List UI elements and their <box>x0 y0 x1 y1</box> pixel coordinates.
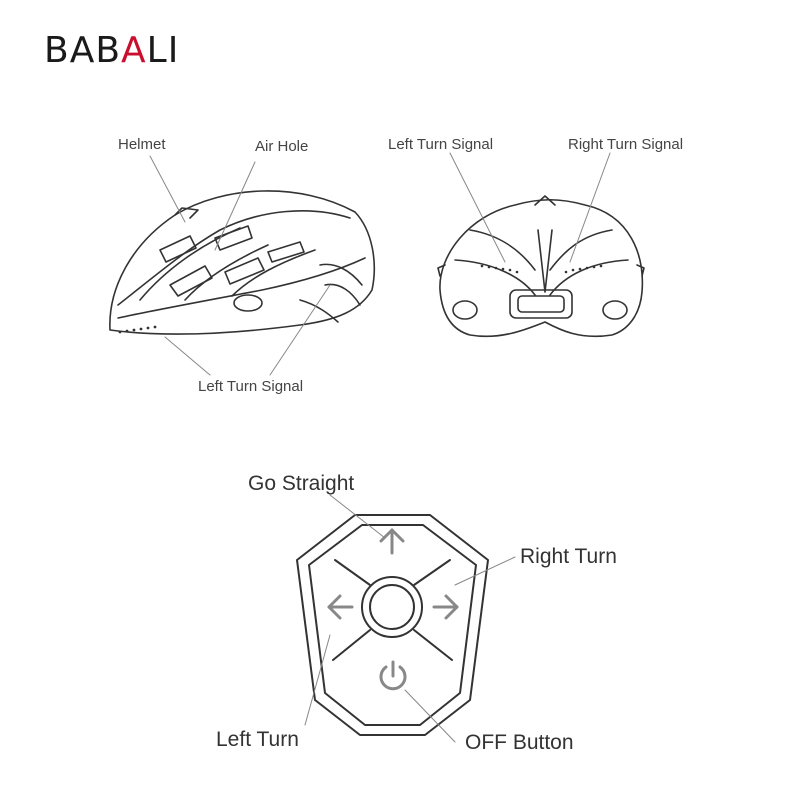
remote-control <box>296 514 489 736</box>
air-hole-vent <box>159 235 197 263</box>
label-right-turn-signal-rear: Right Turn Signal <box>568 136 684 153</box>
helmet-side-shell <box>109 190 375 335</box>
center-button <box>361 576 423 638</box>
label-left-turn: Left Turn <box>216 728 299 751</box>
label-off-button: OFF Button <box>465 731 574 754</box>
helmet-rear-shell <box>439 199 644 338</box>
label-left-turn-signal-side: Left Turn Signal <box>198 378 304 395</box>
arrow-up-icon <box>379 528 405 555</box>
remote-outline <box>296 514 489 736</box>
side-led-strip <box>118 325 157 334</box>
helmet-rear-view <box>437 195 645 338</box>
rear-light <box>509 289 573 319</box>
power-icon <box>379 660 407 691</box>
label-right-turn: Right Turn <box>520 545 617 568</box>
helmet-side-view <box>109 190 375 335</box>
brand-logo-text: BABALI <box>44 30 180 71</box>
rear-led-strips <box>480 264 603 274</box>
brand-logo: BABALI <box>44 30 179 71</box>
label-helmet: Helmet <box>118 136 166 153</box>
label-left-turn-signal-rear: Left Turn Signal <box>388 136 494 153</box>
label-go-straight: Go Straight <box>248 472 355 495</box>
arrow-left-icon <box>327 594 354 620</box>
label-air-hole: Air Hole <box>255 138 309 155</box>
arrow-right-icon <box>432 594 459 620</box>
